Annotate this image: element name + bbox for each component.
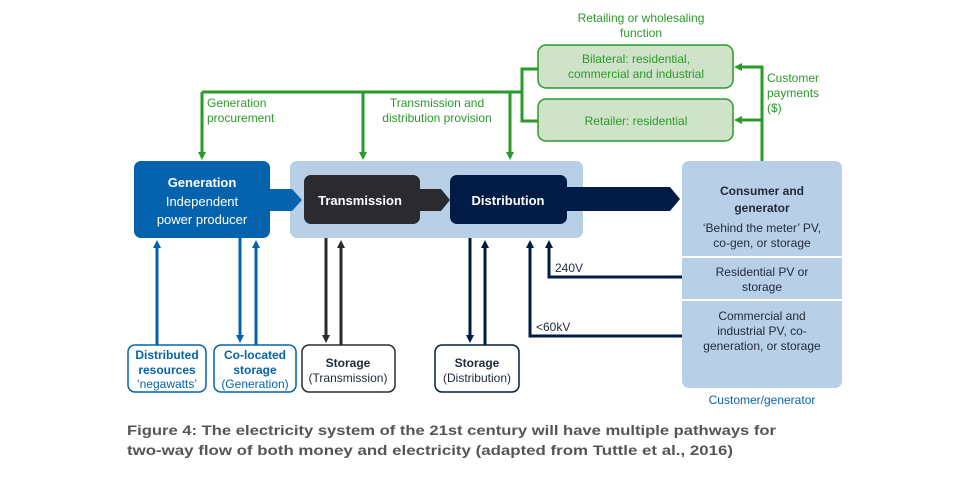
money-flows [198,63,764,161]
transmission-label: Transmission [318,193,402,208]
distribution-to-consumer-arrow [560,187,680,211]
customer-generator-label: Customer/generator [709,393,816,407]
feed-in-240v-line [545,240,682,279]
transmission-storage-label: Storage(Transmission) [309,356,388,385]
retail-collector-line [520,67,538,123]
figure-caption-line-1: Figure 4: The electricity system of the … [127,422,777,438]
feed-in-lines [526,240,682,338]
voltage-240v-label: 240V [555,261,583,275]
bilateral-box [537,44,734,89]
storage-arrows [153,238,489,345]
colocated-storage-box [213,344,297,393]
distribution-storage-box [434,344,520,393]
feed-in-60kv-line [526,240,682,338]
bilateral-label: Bilateral: residential,commercial and in… [568,52,704,81]
generation-to-transmission-arrow [265,189,302,211]
behind-meter-label: ‘Behind the meter’ PV,co-gen, or storage [703,221,821,250]
transmission-storage-box [301,344,396,393]
retailer-box [537,98,734,142]
distribution-box [450,175,567,224]
generation-title: Generation [168,175,237,190]
transmission-box [304,175,420,224]
consumer-box [682,161,842,388]
retailer-label: Retailer: residential [585,114,688,128]
figure-caption-line-2: two-way flow of both money and electrici… [127,442,733,458]
distribution-label: Distribution [472,193,545,208]
customer-payments-line [734,63,764,161]
voltage-60kv-label: <60kV [536,320,570,334]
distribution-storage-label: Storage(Distribution) [443,356,511,385]
transmission-to-distribution-arrow [415,189,450,211]
distributed-resources-box [127,344,207,393]
generation-box [134,161,270,238]
